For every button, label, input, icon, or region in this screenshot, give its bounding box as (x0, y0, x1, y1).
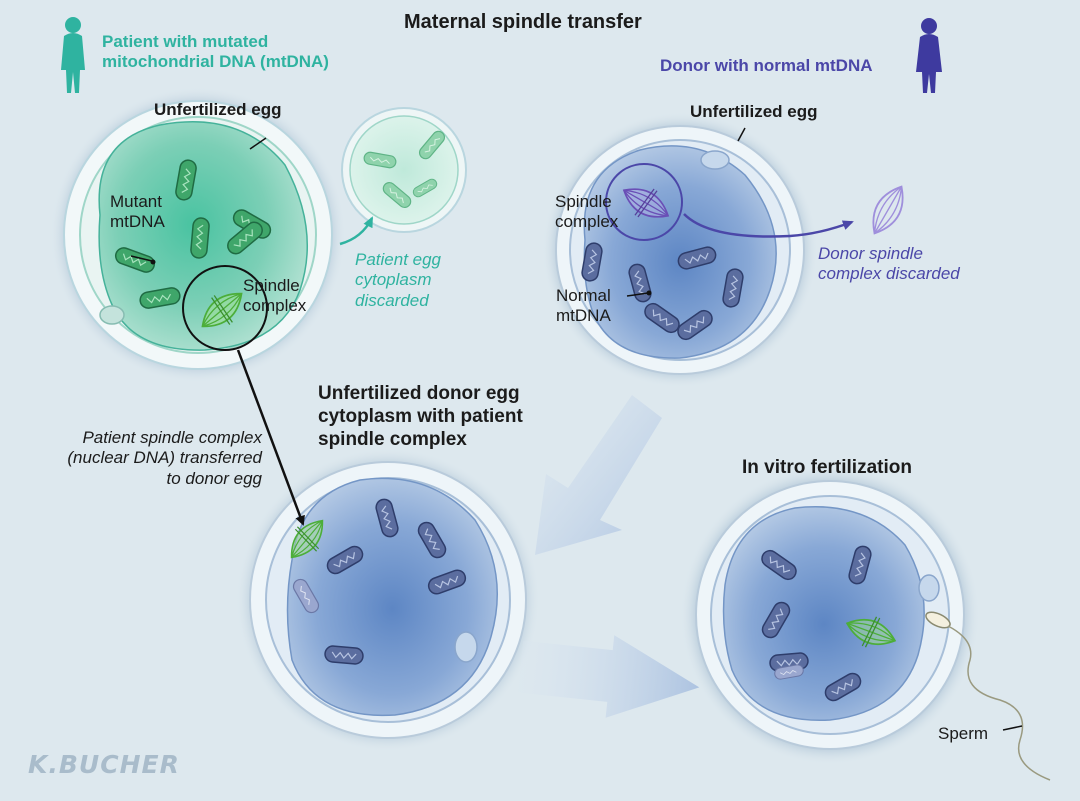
patient-spindle-label: Spindle complex (243, 276, 306, 317)
transfer-line1: Patient spindle complex (82, 428, 262, 447)
flow-arrow-combined-to-ivf (517, 635, 700, 718)
combined-egg-label: Unfertilized donor egg cytoplasm with pa… (318, 383, 523, 451)
patient-discarded-cytoplasm (341, 107, 467, 233)
diagram-title: Maternal spindle transfer (404, 11, 642, 33)
patient-egg-label: Unfertilized egg (154, 100, 282, 119)
combined-egg-line1: Unfertilized donor egg (318, 383, 520, 404)
donor-egg (555, 125, 805, 375)
donor-discard-line1: Donor spindle (818, 244, 923, 263)
combined-egg (249, 461, 527, 739)
patient-spindle-line2: complex (243, 296, 307, 316)
mutant-mtdna-line2: mtDNA (110, 212, 165, 232)
patient-discard-line2: cytoplasm (355, 270, 432, 290)
donor-label: Donor with normal mtDNA (660, 56, 873, 75)
patient-label-line2: mitochondrial DNA (mtDNA) (102, 52, 329, 72)
donor-spindle-line2: complex (555, 212, 619, 232)
donor-spindle-line1: Spindle (555, 192, 612, 211)
combined-egg-line2: cytoplasm with patient (318, 405, 523, 427)
ivf-label: In vitro fertilization (742, 457, 912, 478)
patient-label-line1: Patient with mutated (102, 32, 269, 51)
patient-label: Patient with mutated mitochondrial DNA (… (102, 32, 329, 73)
donor-figure-icon (916, 18, 942, 93)
donor-egg-label: Unfertilized egg (690, 102, 818, 121)
donor-discard-label: Donor spindle complex discarded (818, 244, 960, 285)
patient-discard-line3: discarded (355, 290, 429, 310)
sperm (925, 611, 1051, 781)
patient-spindle-line1: Spindle (243, 276, 300, 295)
normal-mtdna-line1: Normal (556, 286, 611, 305)
sperm-label: Sperm (938, 724, 989, 743)
mutant-mtdna-line1: Mutant (110, 192, 162, 211)
transfer-line2: (nuclear DNA) transferred (67, 448, 262, 468)
combined-egg-line3: spindle complex (318, 428, 467, 450)
transfer-label: Patient spindle complex (nuclear DNA) tr… (30, 428, 262, 489)
ivf-egg (695, 480, 965, 750)
flow-arrow-donor-to-combined (535, 395, 662, 555)
normal-mtdna-line2: mtDNA (556, 306, 611, 326)
patient-figure-icon (61, 17, 85, 93)
transfer-line3: to donor egg (166, 468, 262, 488)
normal-mtdna-label: Normal mtDNA (556, 286, 611, 327)
mutant-mtdna-label: Mutant mtDNA (110, 192, 165, 233)
patient-discard-label: Patient egg cytoplasm discarded (355, 250, 441, 311)
artist-signature: K.BUCHER (28, 750, 180, 779)
donor-spindle-label: Spindle complex (555, 192, 618, 233)
patient-egg (63, 100, 333, 370)
donor-discard-line2: complex discarded (818, 264, 960, 284)
patient-discard-line1: Patient egg (355, 250, 442, 269)
